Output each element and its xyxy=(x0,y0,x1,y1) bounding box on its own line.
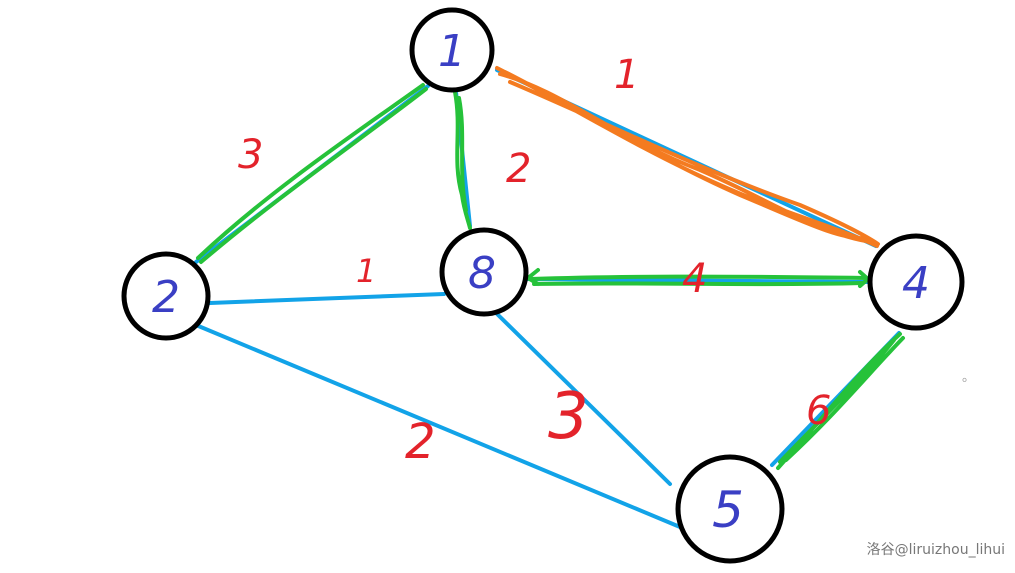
node-5: 5 xyxy=(675,454,785,564)
nodes-layer: 1 2 8 4 5 xyxy=(121,7,965,564)
highlight-4-5 xyxy=(776,332,905,470)
weight-8-4: 4 xyxy=(682,256,707,302)
node-3-label: 8 xyxy=(468,248,496,299)
watermark-text: 洛谷@liruizhou_lihui xyxy=(866,542,1005,558)
node-2-label: 2 xyxy=(152,272,180,323)
weight-1-2: 3 xyxy=(238,132,263,178)
node-4: 4 xyxy=(867,233,965,331)
highlight-1-2 xyxy=(196,83,428,264)
edge-2-8 xyxy=(208,292,446,305)
node-2: 2 xyxy=(121,251,211,341)
edge-8-5 xyxy=(488,305,672,486)
weight-4-5: 6 xyxy=(806,388,831,434)
node-1-label: 1 xyxy=(438,26,466,77)
stray-dot: 。 xyxy=(962,370,976,385)
edges-layer xyxy=(194,68,901,529)
weight-1-4: 1 xyxy=(614,52,639,98)
weight-8-5: 3 xyxy=(548,380,589,454)
weight-2-8: 1 xyxy=(356,252,376,290)
weight-1-8: 2 xyxy=(506,146,531,192)
weights-layer: 3 2 1 1 2 4 3 6 xyxy=(238,52,831,470)
node-1: 1 xyxy=(409,7,495,93)
node-4-label: 4 xyxy=(902,258,930,309)
node-3: 8 xyxy=(439,227,529,317)
highlight-1-4 xyxy=(495,66,880,248)
edge-2-5 xyxy=(194,323,682,529)
node-5-label: 5 xyxy=(712,481,744,539)
weight-2-5: 2 xyxy=(405,414,436,470)
highlight-1-8 xyxy=(453,90,472,230)
